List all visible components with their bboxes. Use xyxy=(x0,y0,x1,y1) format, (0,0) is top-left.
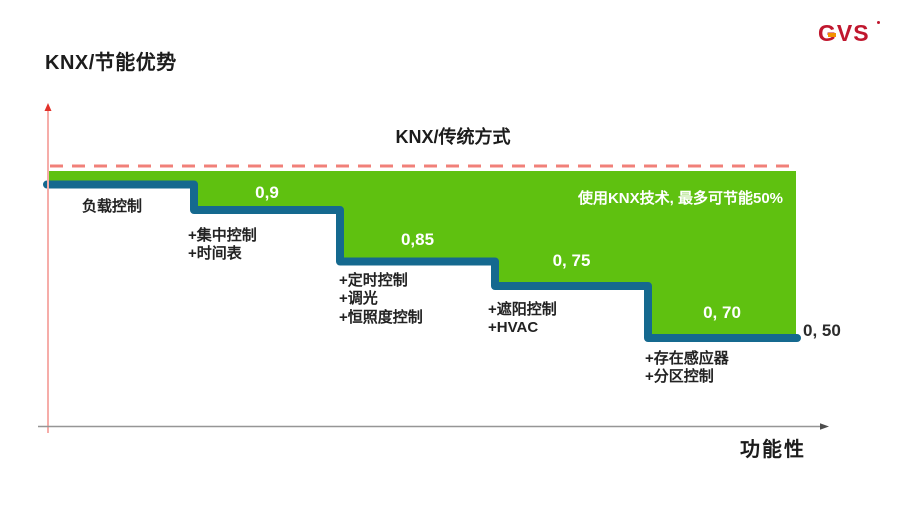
gvs-logo-text: GVS xyxy=(818,20,870,46)
page-title: KNX/节能优势 xyxy=(45,52,177,74)
registered-mark-icon xyxy=(877,21,880,24)
chart-title: KNX/传统方式 xyxy=(395,127,511,147)
knx-consumption-step-line xyxy=(43,180,801,342)
x-axis-label: 功能性 xyxy=(740,439,806,461)
x-axis-arrow-icon xyxy=(820,423,829,430)
gvs-logo: GVS xyxy=(818,20,882,48)
saved-energy-area xyxy=(48,171,796,334)
gvs-logo-orange-bar-icon xyxy=(828,33,836,37)
y-axis-arrow-icon xyxy=(44,103,52,111)
